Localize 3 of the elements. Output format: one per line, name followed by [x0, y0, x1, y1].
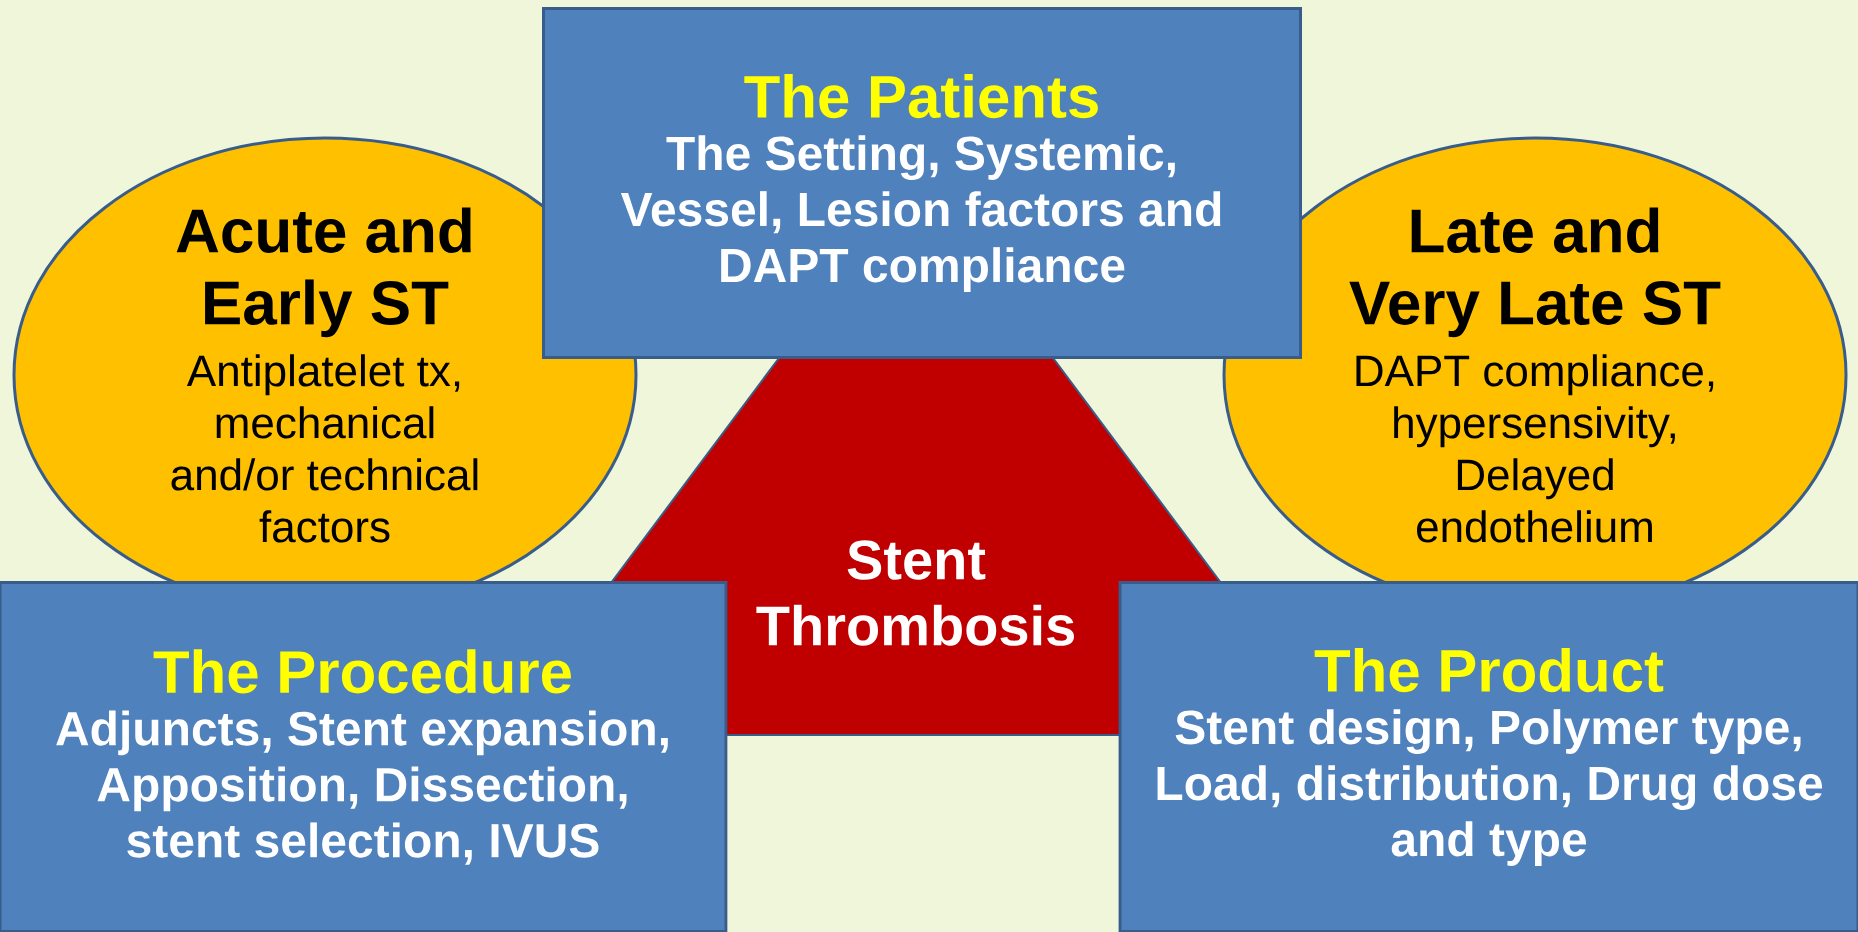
text-box: The Patients The Setting, Systemic, Vessel, Lesion factors and DAPT compliance [542, 7, 1302, 359]
text-box: The Product Stent design, Polymer type, Load, distribution, Drug dose and type [1118, 581, 1858, 932]
text-box: The Procedure Adjuncts, Stent expansion, Apposition, Dissection, stent selection, IVUS [0, 581, 728, 932]
